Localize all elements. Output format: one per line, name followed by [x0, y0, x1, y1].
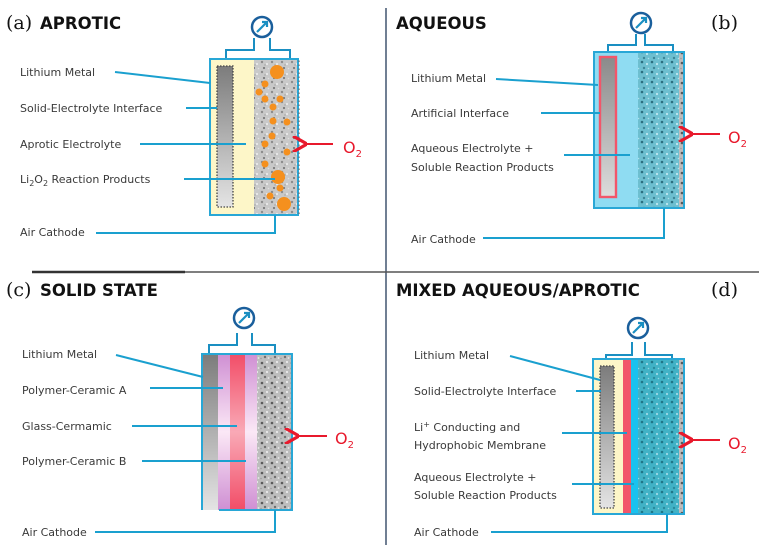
oxygen-label: O2 — [335, 429, 354, 451]
label-glass-ceramic: Glass-Cermamic — [22, 420, 112, 433]
panel-letter: (a) — [6, 12, 32, 34]
polymer-ceramic-a — [218, 354, 230, 510]
air-cathode — [257, 354, 292, 510]
label-air-cathode: Air Cathode — [414, 526, 479, 539]
panel-aqueous: AQUEOUS (b) Lithium Metal Artificial Int… — [396, 11, 747, 246]
label-artificial-interface: Artificial Interface — [411, 107, 509, 120]
panel-title: MIXED AQUEOUS/APROTIC — [396, 281, 640, 300]
label-air-cathode: Air Cathode — [411, 233, 476, 246]
label-aqueous-electrolyte-line1: Aqueous Electrolyte + — [411, 142, 534, 155]
hydrophobic-membrane — [623, 359, 631, 514]
li2o2-products — [255, 65, 291, 211]
label-polymer-ceramic-b: Polymer-Ceramic B — [22, 455, 126, 468]
label-aqueous-electrolyte-line2: Soluble Reaction Products — [411, 161, 554, 174]
lithium-metal-electrode — [203, 354, 218, 510]
label-membrane-line2: Hydrophobic Membrane — [414, 439, 546, 452]
label-lithium-metal: Lithium Metal — [22, 348, 97, 361]
panel-letter: (d) — [711, 279, 738, 301]
panel-solid-state: (c) SOLID STATE Lithium Metal Polymer-Ce… — [6, 279, 354, 539]
label-polymer-ceramic-a: Polymer-Ceramic A — [22, 384, 127, 397]
oxygen-label: O2 — [728, 128, 747, 150]
label-membrane-line1: Li+ Conducting and — [414, 420, 520, 434]
leader-line — [495, 78, 599, 86]
aqueous-cell — [593, 51, 685, 209]
label-air-cathode: Air Cathode — [22, 526, 87, 539]
label-sei: Solid-Electrolyte Interface — [414, 385, 557, 398]
panel-letter: (c) — [6, 279, 31, 301]
lithium-metal-electrode — [216, 65, 234, 208]
leader-line — [491, 514, 668, 533]
oxygen-label: O2 — [343, 138, 362, 160]
solid-state-cell — [201, 353, 293, 511]
oxygen-label: O2 — [728, 434, 747, 456]
panel-mixed-aqueous-aprotic: MIXED AQUEOUS/APROTIC (d) Lithium Metal … — [396, 279, 747, 539]
leader-line — [114, 71, 211, 84]
leader-line — [483, 208, 665, 239]
panel-letter: (b) — [711, 12, 738, 34]
leader-line — [95, 510, 276, 533]
aqueous-electrolyte — [631, 359, 638, 514]
lithium-metal-with-artificial-interface — [598, 55, 618, 199]
glass-ceramic — [230, 354, 245, 510]
lithium-metal-electrode — [599, 365, 615, 509]
label-aqueous-electrolyte-line2: Soluble Reaction Products — [414, 489, 557, 502]
label-lithium-metal: Lithium Metal — [411, 72, 486, 85]
air-cathode — [638, 359, 679, 514]
panel-title: SOLID STATE — [40, 281, 158, 300]
air-cathode — [638, 52, 680, 208]
label-lithium-metal: Lithium Metal — [20, 66, 95, 79]
leader-line — [509, 355, 601, 381]
label-aprotic-electrolyte: Aprotic Electrolyte — [20, 138, 121, 151]
leader-line — [96, 215, 276, 234]
label-li2o2-products: Li2O2 Reaction Products — [20, 173, 151, 188]
air-cathode — [254, 59, 298, 215]
polymer-ceramic-b — [245, 354, 257, 510]
leader-line — [115, 354, 204, 378]
panel-title: APROTIC — [40, 14, 121, 33]
label-aqueous-electrolyte-line1: Aqueous Electrolyte + — [414, 471, 537, 484]
label-lithium-metal: Lithium Metal — [414, 349, 489, 362]
panel-title: AQUEOUS — [396, 14, 487, 33]
aprotic-cell — [209, 58, 300, 216]
panel-aprotic: (a) APROTIC — [6, 12, 362, 239]
mixed-cell — [592, 358, 685, 515]
label-air-cathode: Air Cathode — [20, 226, 85, 239]
label-sei: Solid-Electrolyte Interface — [20, 102, 163, 115]
